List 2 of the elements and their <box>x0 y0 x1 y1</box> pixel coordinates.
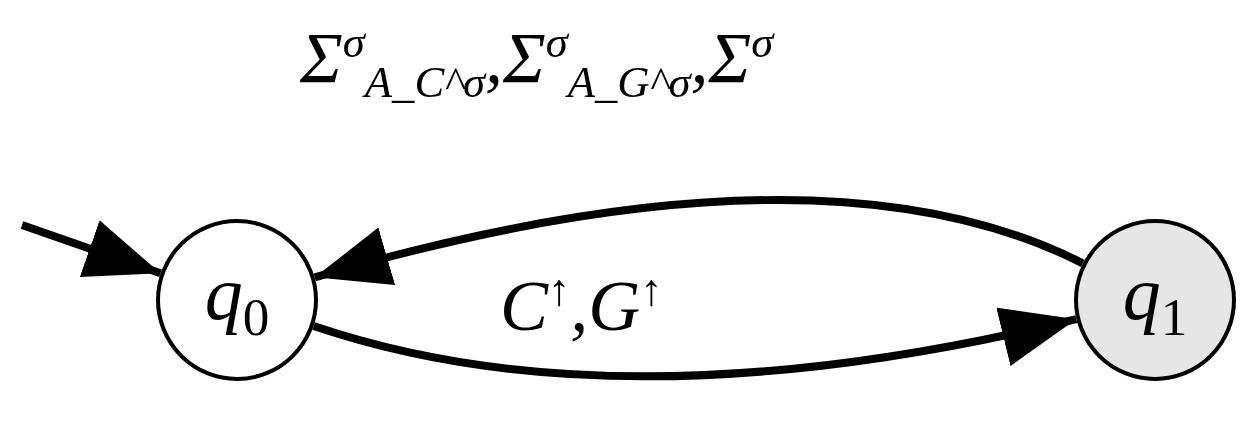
state-label: q$_{1}$ <box>1122 255 1188 345</box>
state-label: q$_{0}$ <box>204 255 270 345</box>
